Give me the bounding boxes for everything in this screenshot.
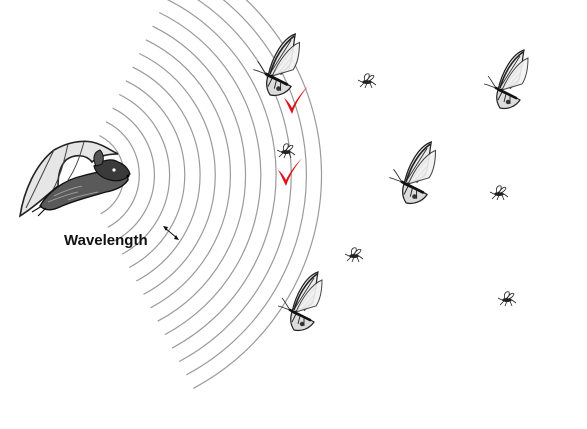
mosquito-icon xyxy=(344,247,364,263)
butterfly-icon xyxy=(482,48,530,110)
sound-wave-arc xyxy=(166,0,277,349)
sound-wave-arc xyxy=(132,66,201,282)
sound-waves xyxy=(99,0,323,389)
sound-wave-arc xyxy=(178,0,292,363)
sound-wave-arc xyxy=(159,11,262,336)
sound-wave-arc xyxy=(145,39,231,309)
butterfly-icon xyxy=(387,140,437,205)
sound-wave-arc xyxy=(112,107,155,242)
sound-wave-arc xyxy=(105,121,140,228)
bat-icon xyxy=(18,140,131,218)
mosquito-icon xyxy=(489,185,509,201)
butterfly-icon xyxy=(276,270,324,332)
double-arrow-icon xyxy=(163,226,179,240)
mosquito-icon xyxy=(276,143,296,159)
mosquito-icon xyxy=(357,73,377,89)
sound-wave-arc xyxy=(139,52,216,295)
sound-wave-arc xyxy=(119,93,171,255)
sound-wave-arc xyxy=(186,0,307,376)
butterfly-icon xyxy=(251,32,301,97)
sound-wave-arc xyxy=(193,0,323,389)
wavelength-label: Wavelength xyxy=(64,232,148,249)
checkmark-icon xyxy=(278,158,302,186)
mosquito-icon xyxy=(497,291,517,307)
sound-wave-arc xyxy=(152,25,247,322)
sound-wave-arc xyxy=(125,80,186,269)
